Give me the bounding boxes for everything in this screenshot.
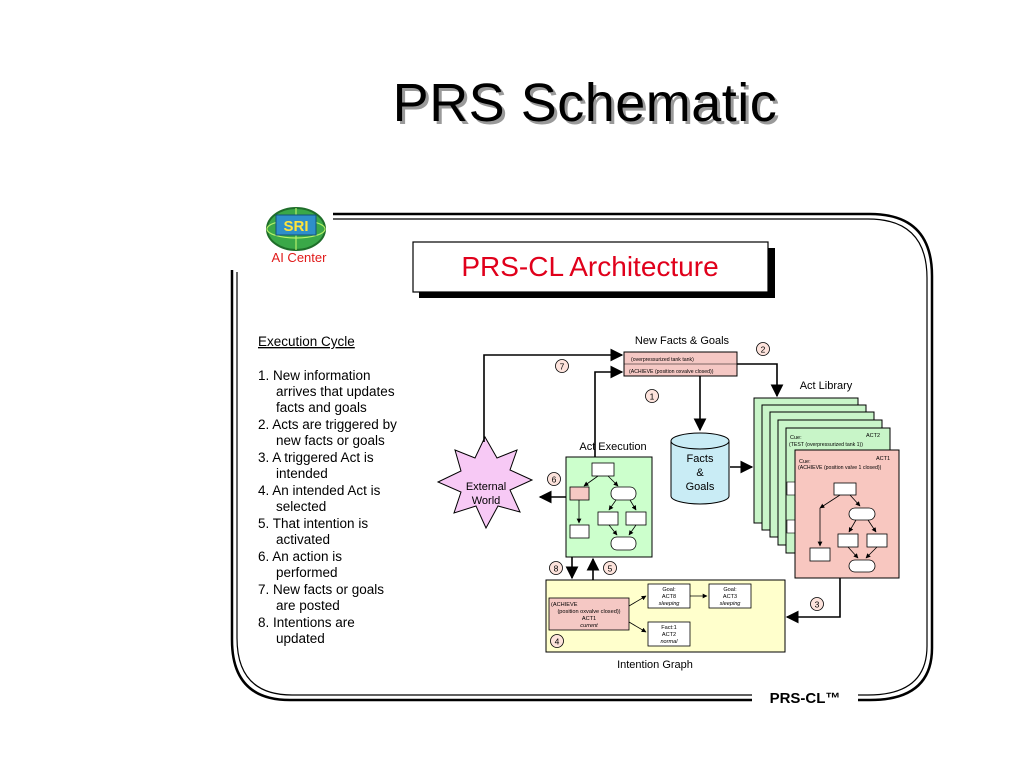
slide-title: PRS Schematic — [392, 73, 778, 133]
intention-goal1-line-3: sleeping — [659, 601, 681, 607]
act2-cue: Cue: — [790, 435, 802, 441]
arrow-execution-to-new-facts — [594, 365, 624, 457]
new-fact-text: (overpressurized tank tank) — [631, 357, 694, 363]
step-marker-7: 7 — [555, 359, 569, 373]
step-marker-8: 8 — [549, 561, 563, 575]
facts-goals-label-2: & — [696, 467, 704, 479]
intention-fact1-line-2: ACT2 — [662, 632, 676, 638]
step-5-line-1: 5. That intention is — [258, 516, 368, 531]
step-6-line-2: performed — [276, 565, 338, 580]
step-marker-6-label: 6 — [552, 475, 557, 485]
intention-main-line-2: (position oxvalve closed)) — [557, 609, 620, 615]
step-8-line-2: updated — [276, 631, 325, 646]
step-1-line-1: 1. New information — [258, 368, 371, 383]
facts-goals-label-1: Facts — [687, 453, 714, 465]
act1-card: Cue: ACT1 (ACHIEVE (position valve 1 clo… — [794, 449, 900, 579]
step-marker-4-label: 4 — [555, 637, 560, 647]
act1-trigger: (ACHIEVE (position valve 1 closed)) — [798, 465, 882, 471]
intention-goal2-line-2: ACT3 — [723, 594, 737, 600]
intention-goal2-line-3: sleeping — [720, 601, 742, 607]
step-6-line-1: 6. An action is — [258, 549, 342, 564]
act1-name: ACT1 — [876, 456, 890, 462]
external-world-label-2: World — [472, 495, 501, 507]
new-goal-text: (ACHIEVE (position oxvalve closed)) — [629, 369, 714, 375]
arrow-new-facts-to-library — [737, 363, 784, 398]
act2-trigger: (TEST (overpressurized tank 1)) — [789, 442, 863, 448]
intention-graph: Intention Graph (ACHIEVE (position oxval… — [545, 579, 786, 671]
facts-goals-database: Facts & Goals — [670, 432, 730, 505]
step-8-line-1: 8. Intentions are — [258, 615, 355, 630]
act-execution: Act Execution — [565, 441, 653, 558]
step-marker-8-label: 8 — [554, 564, 559, 574]
intention-main-line-1: (ACHIEVE — [551, 602, 578, 608]
step-marker-2: 2 — [756, 342, 770, 356]
intention-goal2-line-1: Goal: — [723, 587, 737, 593]
step-5-line-2: activated — [276, 532, 330, 547]
step-marker-2-label: 2 — [761, 345, 766, 355]
sri-logo: SRI AI Center — [266, 207, 328, 265]
step-3-line-1: 3. A triggered Act is — [258, 450, 374, 465]
architecture-title-box: PRS-CL Architecture — [412, 241, 775, 298]
step-marker-3-label: 3 — [815, 600, 820, 610]
step-marker-6: 6 — [547, 472, 561, 486]
arrow-library-to-intentions — [785, 578, 841, 624]
execution-cycle: Execution Cycle 1. New information arriv… — [258, 334, 397, 646]
logo-badge: SRI — [283, 218, 308, 235]
architecture-frame: PRS-CL™ — [230, 212, 934, 707]
architecture-footer: PRS-CL™ — [770, 690, 841, 707]
logo-caption: AI Center — [272, 250, 328, 265]
facts-goals-label-3: Goals — [686, 481, 715, 493]
step-4-line-2: selected — [276, 499, 326, 514]
step-marker-1: 1 — [645, 389, 659, 403]
act2-name: ACT2 — [866, 433, 880, 439]
external-world: External World — [436, 435, 534, 530]
intention-goal1-line-2: ACT8 — [662, 594, 676, 600]
step-marker-3: 3 — [810, 597, 824, 611]
step-marker-4: 4 — [550, 634, 564, 648]
step-marker-1-label: 1 — [650, 392, 655, 402]
flow-arrows — [483, 348, 841, 624]
step-3-line-2: intended — [276, 466, 328, 481]
intention-fact1-line-1: Fact:1 — [661, 625, 677, 631]
step-4-line-1: 4. An intended Act is — [258, 483, 381, 498]
act1-cue: Cue: — [799, 459, 811, 465]
intention-main-line-3: ACT1 — [582, 616, 596, 622]
architecture-title: PRS-CL Architecture — [461, 251, 718, 282]
step-markers: 1 2 3 4 5 6 7 8 — [547, 342, 824, 648]
step-marker-5-label: 5 — [608, 564, 613, 574]
intention-goal1-line-1: Goal: — [662, 587, 676, 593]
step-marker-5: 5 — [603, 561, 617, 575]
new-facts-goals: New Facts & Goals (overpressurized tank … — [623, 335, 738, 377]
step-marker-7-label: 7 — [560, 362, 565, 372]
intention-main-line-4: current — [580, 623, 598, 629]
step-1-line-3: facts and goals — [276, 400, 367, 415]
arrow-external-to-new-facts — [483, 348, 624, 442]
act-execution-label: Act Execution — [579, 441, 646, 453]
new-facts-goals-label: New Facts & Goals — [635, 335, 730, 347]
step-2-line-2: new facts or goals — [276, 433, 385, 448]
intention-fact1-line-3: normal — [660, 639, 678, 645]
external-world-label-1: External — [466, 481, 506, 493]
intention-graph-label: Intention Graph — [617, 659, 693, 671]
step-7-line-2: are posted — [276, 598, 340, 613]
act-library-label: Act Library — [800, 380, 853, 392]
step-2-line-1: 2. Acts are triggered by — [258, 417, 397, 432]
step-7-line-1: 7. New facts or goals — [258, 582, 384, 597]
step-1-line-2: arrives that updates — [276, 384, 395, 399]
execution-cycle-heading: Execution Cycle — [258, 334, 355, 349]
